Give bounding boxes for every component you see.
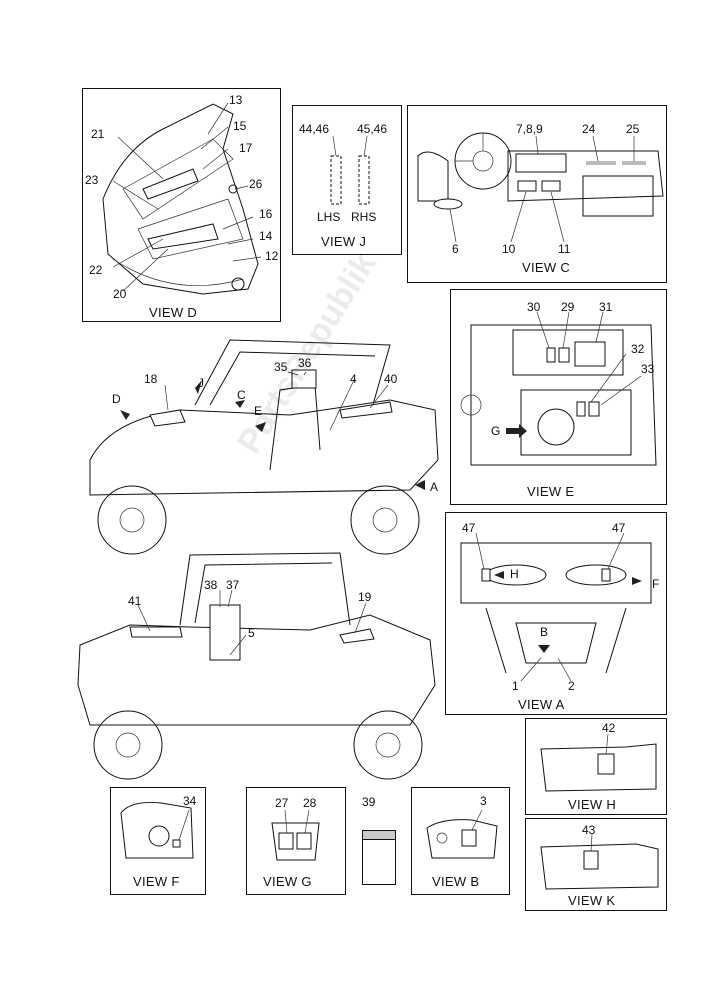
callout-24: 24 (582, 122, 596, 136)
arrow-j-label: J (198, 376, 204, 390)
callout-26: 26 (249, 177, 263, 191)
view-g-drawing (271, 809, 320, 861)
callout-21: 21 (91, 127, 105, 141)
callout-29: 29 (561, 300, 575, 314)
view-k-drawing (540, 833, 659, 890)
arrow-a-label: A (430, 480, 439, 494)
callout-35: 35 (274, 360, 288, 374)
view-e-drawing (460, 311, 657, 466)
arrow-g-label: G (491, 424, 501, 438)
rhs-label: RHS (351, 210, 377, 224)
view-e-panel: 30 29 31 32 33 G VIEW E (450, 289, 667, 505)
view-f-drawing (120, 802, 194, 859)
arrow-d-label: D (112, 392, 121, 406)
callout-30: 30 (527, 300, 541, 314)
arrow-f-label: F (652, 577, 660, 591)
view-f-caption: VIEW F (133, 874, 180, 889)
callout-3: 3 (480, 794, 487, 808)
callout-43: 43 (582, 823, 596, 837)
view-b-panel: 3 VIEW B (411, 787, 510, 895)
view-g-caption: VIEW G (263, 874, 312, 889)
callout-36: 36 (298, 356, 312, 370)
view-c-drawing (417, 132, 664, 243)
callout-47-left: 47 (462, 521, 476, 535)
arrow-h-label: H (510, 567, 519, 581)
callout-47-right: 47 (612, 521, 626, 535)
view-d-drawing (102, 102, 262, 295)
arrow-c-label: C (237, 388, 246, 402)
vehicle-side-left-drawing (70, 330, 450, 560)
callout-38: 38 (204, 578, 218, 592)
callout-34: 34 (183, 794, 197, 808)
callout-45-46: 45,46 (357, 122, 388, 136)
callout-12: 12 (265, 249, 279, 263)
arrow-e-label: E (254, 404, 263, 418)
view-c-caption: VIEW C (522, 260, 571, 275)
callout-20: 20 (113, 287, 127, 301)
callout-41: 41 (128, 594, 142, 608)
callout-15: 15 (233, 119, 247, 133)
callout-27: 27 (275, 796, 289, 810)
view-h-caption: VIEW H (568, 797, 617, 812)
view-d-caption: VIEW D (149, 305, 198, 320)
callout-37: 37 (226, 578, 240, 592)
callout-4: 4 (350, 372, 357, 386)
view-j-caption: VIEW J (321, 234, 367, 249)
view-h-drawing (540, 733, 657, 792)
callout-16: 16 (259, 207, 273, 221)
callout-33: 33 (641, 362, 655, 376)
callout-17: 17 (239, 141, 253, 155)
callout-39: 39 (362, 795, 376, 809)
callout-19: 19 (358, 590, 372, 604)
label-39-decal (362, 830, 396, 885)
view-j-drawing (330, 135, 370, 205)
view-b-drawing (426, 809, 498, 859)
callout-28: 28 (303, 796, 317, 810)
callout-2: 2 (568, 679, 575, 693)
view-k-caption: VIEW K (568, 893, 616, 908)
lhs-label: LHS (317, 210, 341, 224)
view-a-drawing (460, 532, 652, 682)
callout-7-8-9: 7,8,9 (516, 122, 543, 136)
callout-14: 14 (259, 229, 273, 243)
callout-22: 22 (89, 263, 103, 277)
view-e-caption: VIEW E (527, 484, 575, 499)
view-a-caption: VIEW A (518, 697, 565, 712)
view-g-panel: 27 28 VIEW G (246, 787, 346, 895)
callout-6: 6 (452, 242, 459, 256)
callout-23: 23 (85, 173, 99, 187)
view-c-panel: 7,8,9 24 25 6 10 11 VIEW C (407, 105, 667, 283)
view-k-panel: 43 VIEW K (525, 818, 667, 911)
callout-5: 5 (248, 626, 255, 640)
callout-31: 31 (599, 300, 613, 314)
callout-32: 32 (631, 342, 645, 356)
view-h-panel: 42 VIEW H (525, 718, 667, 815)
callout-40: 40 (384, 372, 398, 386)
view-a-panel: 47 47 H B F 1 2 VIEW A (445, 512, 667, 715)
view-j-panel: 44,46 45,46 LHS RHS VIEW J (292, 105, 402, 255)
view-b-caption: VIEW B (432, 874, 480, 889)
callout-44-46: 44,46 (299, 122, 330, 136)
callout-13: 13 (229, 93, 243, 107)
view-f-panel: 34 VIEW F (110, 787, 206, 895)
callout-18: 18 (144, 372, 158, 386)
view-d-panel: 13 15 17 21 26 23 16 14 12 22 20 VIEW D (82, 88, 281, 322)
vehicle-side-right-drawing (70, 545, 450, 785)
callout-10: 10 (502, 242, 516, 256)
callout-25: 25 (626, 122, 640, 136)
callout-42: 42 (602, 721, 616, 735)
callout-11: 11 (558, 242, 571, 256)
arrow-b-label: B (540, 625, 549, 639)
callout-1: 1 (512, 679, 519, 693)
